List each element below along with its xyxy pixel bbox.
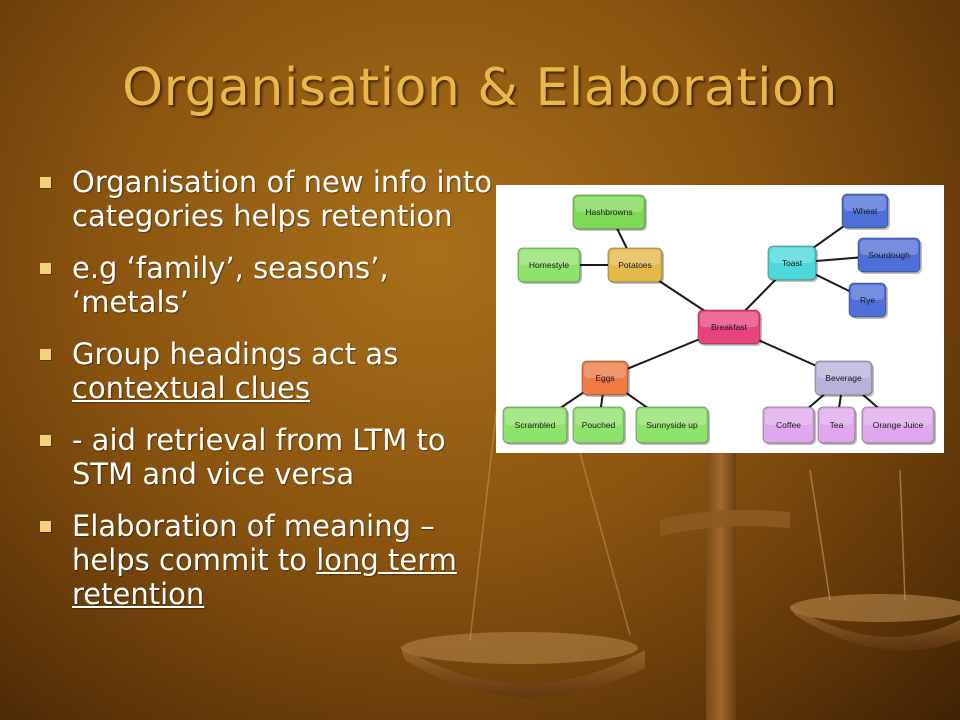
mind-map-node-label: Rye — [860, 295, 875, 305]
mind-map-node-label: Potatoes — [618, 260, 652, 270]
bullet-square-icon — [40, 263, 51, 274]
bullet-list: Organisation of new info into categories… — [38, 165, 508, 629]
mind-map-node-label: Sunnyside up — [646, 420, 698, 430]
mind-map-node-label: Tea — [830, 420, 844, 430]
bullet-square-icon — [40, 177, 51, 188]
mind-map-node-sunnyside: Sunnyside up — [635, 406, 710, 445]
mind-map-node-beverage: Beverage — [814, 360, 874, 397]
bullet-text: e.g ‘family’, seasons’, ‘metals’ — [72, 251, 389, 319]
mind-map-node-potatoes: Potatoes — [607, 247, 664, 284]
mind-map-node-breakfast: Breakfast — [697, 309, 762, 346]
mind-map-node-label: Beverage — [825, 373, 862, 383]
mind-map-node-scrambled: Scrambled — [502, 406, 569, 445]
bullet-item: - aid retrieval from LTM to STM and vice… — [38, 423, 508, 491]
mind-map-node-label: Orange Juice — [873, 420, 924, 430]
mind-map-node-tea: Tea — [817, 406, 857, 445]
mind-map-node-label: Scrambled — [515, 420, 556, 430]
bullet-item: Group headings act as contextual clues — [38, 337, 508, 405]
slide-title: Organisation & Elaboration — [122, 58, 838, 118]
bullet-square-icon — [40, 349, 51, 360]
bullet-text: - aid retrieval from LTM to STM and vice… — [72, 423, 446, 491]
mind-map-node-eggs: Eggs — [581, 360, 630, 397]
bullet-item: Organisation of new info into categories… — [38, 165, 508, 233]
mind-map-node-hashbrowns: Hashbrowns — [572, 194, 647, 231]
mind-map-node-toast: Toast — [767, 245, 818, 282]
mind-map-node-wheat: Wheat — [841, 193, 890, 230]
mind-map-node-homestyle: Homestyle — [517, 247, 582, 284]
mind-map-node-sourdough: Sourdough — [857, 237, 922, 274]
bullet-item: e.g ‘family’, seasons’, ‘metals’ — [38, 251, 508, 319]
mind-map-node-pouched: Pouched — [572, 406, 626, 445]
mind-map-node-coffee: Coffee — [762, 406, 816, 445]
mind-map-node-oj: Orange Juice — [861, 406, 936, 445]
bullet-underlined-text: long term retention — [72, 543, 457, 611]
mind-map-node-label: Sourdough — [868, 250, 910, 260]
bullet-item: Elaboration of meaning – helps commit to… — [38, 509, 508, 611]
mind-map-node-label: Pouched — [582, 420, 616, 430]
bullet-square-icon — [40, 521, 51, 532]
mind-map-node-label: Breakfast — [711, 322, 748, 332]
mind-map-node-label: Wheat — [853, 206, 878, 216]
bullet-square-icon — [40, 435, 51, 446]
mind-map-node-label: Toast — [782, 258, 803, 268]
bullet-text: Elaboration of meaning – helps commit to — [72, 509, 435, 577]
mind-map-node-rye: Rye — [848, 282, 888, 319]
bullet-text: Group headings act as — [72, 337, 399, 371]
bullet-underlined-text: contextual clues — [72, 371, 311, 405]
mind-map-node-label: Hashbrowns — [585, 207, 632, 217]
mind-map-node-label: Coffee — [776, 420, 801, 430]
bullet-text: Organisation of new info into categories… — [72, 165, 492, 233]
mind-map-node-label: Eggs — [595, 373, 614, 383]
mind-map-node-label: Homestyle — [529, 260, 569, 270]
